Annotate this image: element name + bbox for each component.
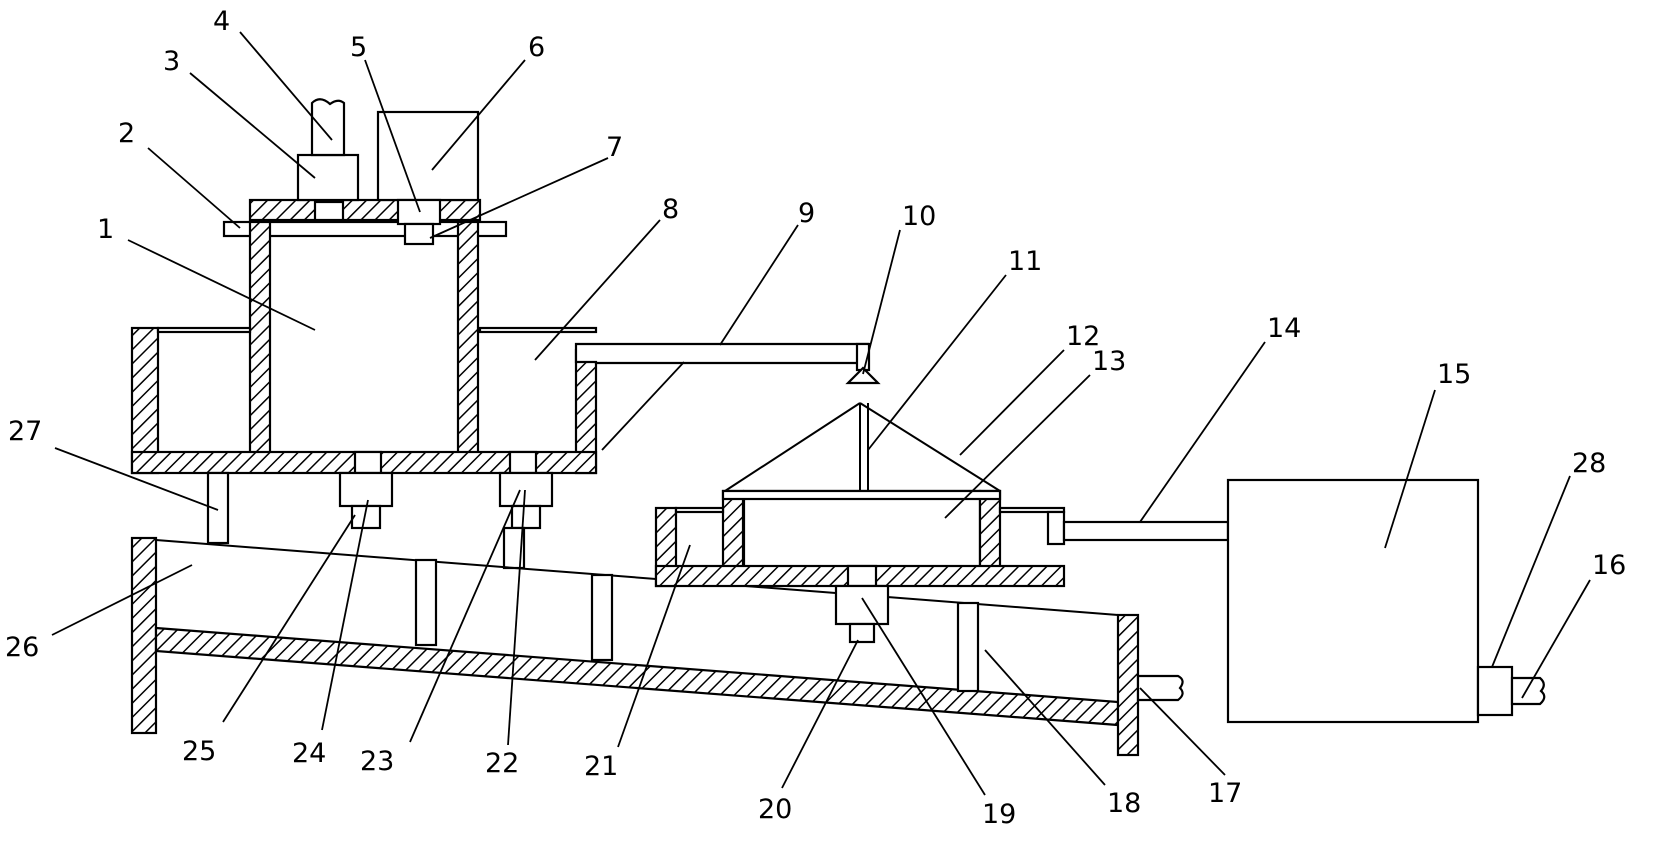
drain-valve — [834, 584, 890, 626]
label-13: 13 — [1092, 346, 1126, 377]
label-4: 4 — [213, 6, 230, 37]
valves — [338, 471, 554, 570]
outer-right-rim — [998, 506, 1066, 514]
label-15: 15 — [1437, 359, 1471, 390]
outer-left-rim — [674, 506, 725, 514]
motor-box — [376, 110, 480, 202]
tank-left-wall — [248, 220, 272, 457]
spray-pipe — [574, 342, 881, 385]
hood-left — [724, 402, 861, 492]
cover-opening-left — [313, 200, 345, 222]
label-16: 16 — [1592, 550, 1626, 581]
label-9: 9 — [798, 198, 815, 229]
support-leg — [206, 471, 230, 545]
label-1: 1 — [97, 214, 114, 245]
tank-right-wall — [456, 220, 480, 457]
nozzle — [845, 366, 881, 385]
label-17: 17 — [1208, 778, 1242, 809]
label-24: 24 — [292, 738, 326, 769]
motor-assembly — [376, 110, 480, 246]
leader-lines — [51, 31, 1591, 796]
spray-pipe-body — [574, 342, 870, 365]
label-22: 22 — [485, 748, 519, 779]
connecting-pipe — [1062, 520, 1230, 542]
label-2: 2 — [118, 118, 135, 149]
cabinet — [1226, 478, 1546, 724]
trough-post-3 — [956, 601, 980, 693]
inner-top-plate — [721, 489, 1002, 501]
unit-side-port — [1046, 510, 1066, 546]
label-12: 12 — [1066, 321, 1100, 352]
inner-chamber — [742, 489, 982, 573]
label-14: 14 — [1267, 313, 1301, 344]
label-28: 28 — [1572, 448, 1606, 479]
top-cover — [248, 198, 482, 222]
bottom-opening-right — [508, 450, 538, 475]
label-23: 23 — [360, 746, 394, 777]
label-26: 26 — [5, 632, 39, 663]
label-3: 3 — [163, 46, 180, 77]
hood-right — [859, 402, 1001, 492]
outlet-pipe-end — [1510, 676, 1546, 706]
label-19: 19 — [982, 799, 1016, 830]
outer-left-rim — [156, 326, 252, 334]
valve-left-body — [338, 471, 394, 508]
label-18: 18 — [1107, 788, 1141, 819]
valve-right-outlet — [510, 504, 542, 530]
label-10: 10 — [902, 201, 936, 232]
trough-post-1 — [414, 558, 438, 647]
label-11: 11 — [1008, 246, 1042, 277]
label-25: 25 — [182, 736, 216, 767]
trough-right-end — [1116, 613, 1140, 757]
cabinet-outlet — [1476, 665, 1514, 717]
trough-post-2 — [590, 573, 614, 662]
label-27: 27 — [8, 416, 42, 447]
main-tank — [222, 198, 508, 457]
label-8: 8 — [662, 194, 679, 225]
part-labels: 1 2 3 4 5 6 7 8 9 10 11 12 13 14 15 16 1… — [5, 6, 1626, 830]
valve-right-body — [498, 471, 554, 508]
outer-tank — [130, 326, 598, 475]
coupling — [396, 198, 442, 226]
unit-bottom-opening — [846, 564, 878, 588]
outer-right-rim — [478, 326, 598, 334]
label-21: 21 — [584, 751, 618, 782]
inclined-trough — [130, 536, 1184, 757]
trough-left-end — [130, 536, 158, 735]
drain-outlet — [848, 622, 876, 644]
separator-unit — [654, 402, 1066, 644]
feed-pipe — [296, 98, 360, 202]
outer-left-wall — [130, 326, 160, 475]
shaft-head — [403, 222, 435, 246]
label-20: 20 — [758, 794, 792, 825]
pipe-stub — [310, 98, 346, 157]
inner-right-wall — [978, 489, 1002, 573]
top-flange — [222, 220, 508, 238]
label-7: 7 — [606, 132, 623, 163]
label-5: 5 — [350, 32, 367, 63]
pipe-base — [296, 153, 360, 202]
cabinet-box — [1226, 478, 1480, 724]
inner-left-wall — [721, 489, 745, 573]
label-6: 6 — [528, 32, 545, 63]
bottom-opening-left — [353, 450, 383, 475]
outlet-pipe — [1136, 674, 1184, 702]
